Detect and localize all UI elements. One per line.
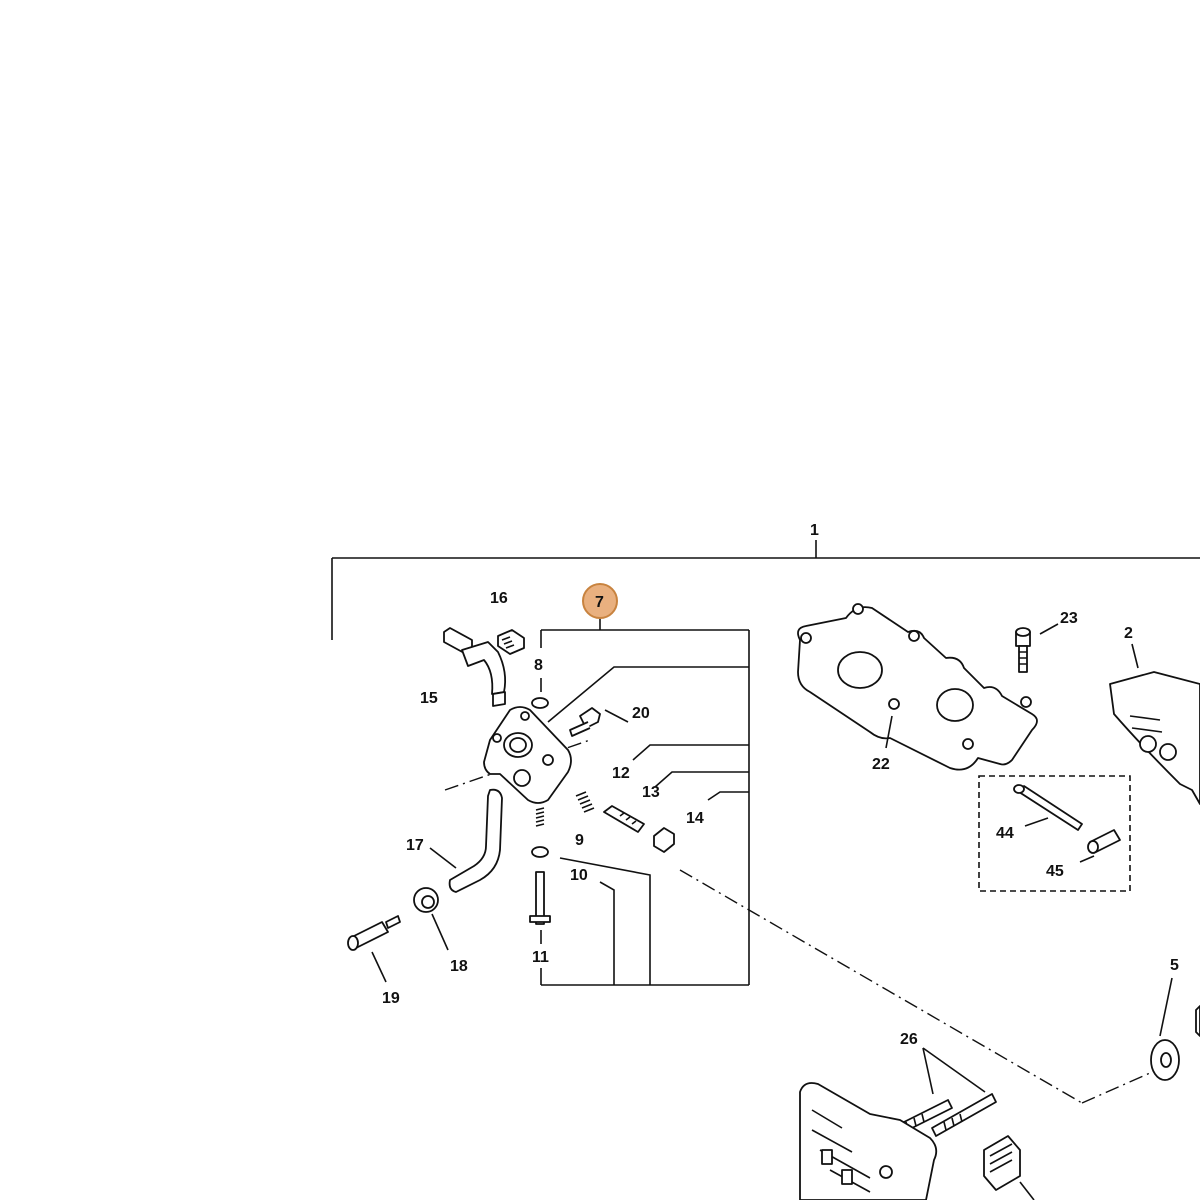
label-1: 1	[810, 522, 819, 539]
label-11: 11	[532, 949, 549, 966]
screw-20	[569, 707, 629, 737]
spring-12	[575, 791, 595, 813]
label-26: 26	[900, 1031, 918, 1048]
label-16: 16	[490, 590, 508, 607]
pin-13	[603, 805, 645, 833]
plug-14	[653, 827, 675, 853]
hose-17	[429, 788, 503, 893]
oil-pump-body	[483, 706, 572, 804]
filter-pad-16	[497, 629, 525, 655]
label-20: 20	[632, 705, 650, 722]
gear-housing-22	[797, 603, 1038, 771]
label-18: 18	[450, 958, 468, 975]
nut-21	[983, 1135, 1035, 1200]
oil-hose-15	[443, 627, 507, 707]
label-7[interactable]: 7	[595, 594, 604, 611]
label-23: 23	[1060, 610, 1078, 627]
label-15: 15	[420, 690, 438, 707]
cover-2	[1109, 643, 1200, 805]
shaft-11	[529, 871, 551, 944]
label-9: 9	[575, 832, 584, 849]
spring-9	[535, 807, 545, 827]
kit-box-44-45	[978, 775, 1131, 892]
label-8: 8	[534, 657, 543, 674]
label-44: 44	[996, 825, 1014, 842]
label-17: 17	[406, 837, 424, 854]
label-13: 13	[642, 784, 660, 801]
bolt-23	[1015, 623, 1059, 673]
label-10: 10	[570, 867, 588, 884]
label-12: 12	[612, 765, 630, 782]
lower-housing	[799, 1082, 938, 1200]
washer-5	[1150, 977, 1200, 1081]
label-2: 2	[1124, 625, 1133, 642]
label-22: 22	[872, 756, 890, 773]
assembly-bracket-1	[331, 540, 1200, 640]
nipple-18	[413, 887, 449, 951]
label-14: 14	[686, 810, 704, 827]
assembly-bracket-7	[540, 614, 750, 986]
label-45: 45	[1046, 863, 1064, 880]
washer-10	[531, 846, 549, 858]
label-5: 5	[1170, 957, 1179, 974]
studs-26	[895, 1047, 997, 1137]
clip-8	[531, 678, 549, 709]
highlight-marker-7[interactable]	[582, 583, 618, 619]
label-19: 19	[382, 990, 400, 1007]
filter-19	[347, 915, 401, 983]
